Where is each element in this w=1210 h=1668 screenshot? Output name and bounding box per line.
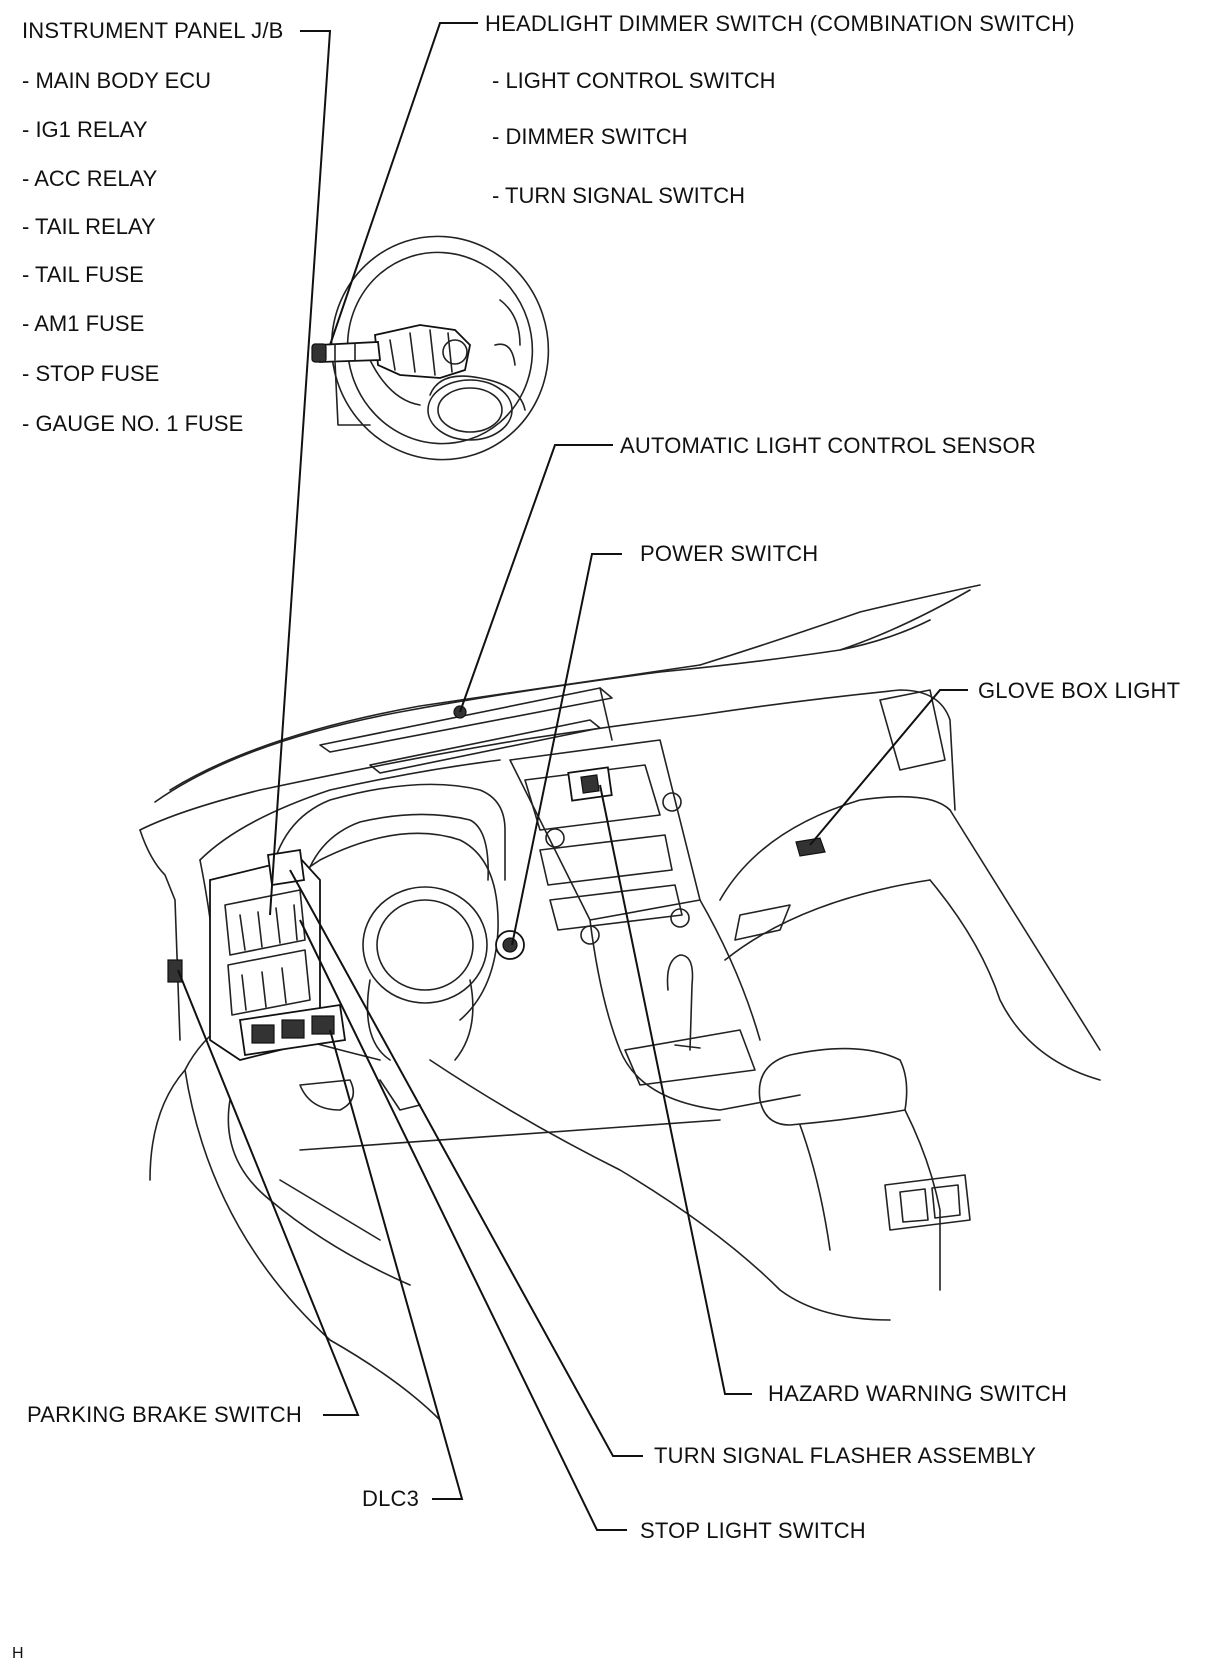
label-stop-light-switch: STOP LIGHT SWITCH [640,1518,866,1543]
label-jb-item: - TAIL FUSE [22,262,144,287]
label-glove-box-light: GLOVE BOX LIGHT [978,678,1181,703]
label-headlight-item: - DIMMER SWITCH [492,124,688,149]
label-jb-item: - STOP FUSE [22,361,160,386]
label-dlc3: DLC3 [362,1486,420,1511]
instrument-panel-jb-illustration [167,705,525,1061]
dashboard-illustration [139,584,1101,1421]
label-headlight-item: - LIGHT CONTROL SWITCH [492,68,776,93]
corner-mark: H [12,1645,24,1662]
label-jb-item: - AM1 FUSE [22,311,145,336]
label-automatic-light-control-sensor: AUTOMATIC LIGHT CONTROL SENSOR [620,433,1036,458]
label-jb-item: - TAIL RELAY [22,214,156,239]
label-jb-item: - GAUGE NO. 1 FUSE [22,411,244,436]
label-instrument-panel-jb: INSTRUMENT PANEL J/B [22,18,284,43]
steering-wheel-illustration [311,235,550,461]
label-jb-item: - IG1 RELAY [22,117,148,142]
label-hazard-warning-switch: HAZARD WARNING SWITCH [768,1381,1068,1406]
label-turn-signal-flasher-assembly: TURN SIGNAL FLASHER ASSEMBLY [654,1443,1037,1468]
label-parking-brake-switch: PARKING BRAKE SWITCH [27,1402,302,1427]
label-headlight-dimmer-switch: HEADLIGHT DIMMER SWITCH (COMBINATION SWI… [485,11,1075,36]
leader-lines [177,22,968,1531]
label-headlight-item: - TURN SIGNAL SWITCH [492,183,746,208]
label-power-switch: POWER SWITCH [640,541,819,566]
label-jb-item: - MAIN BODY ECU [22,68,212,93]
label-jb-item: - ACC RELAY [22,166,158,191]
